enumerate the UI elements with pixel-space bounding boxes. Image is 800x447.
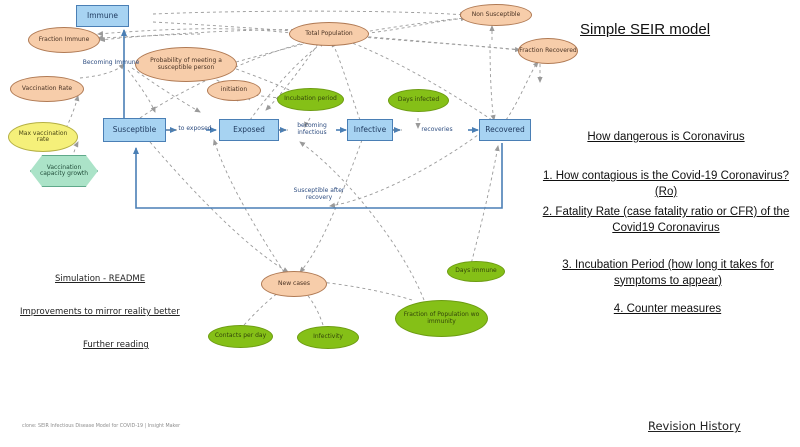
variable-vaccination-rate[interactable]: Vaccination Rate <box>10 76 84 102</box>
variable-initiation[interactable]: initiation <box>207 80 261 101</box>
converter-vaccination-capacity-growth[interactable]: Vaccination capacity growth <box>30 155 98 187</box>
stock-infective-label: Infective <box>353 125 387 135</box>
parameter-days-infected[interactable]: Days infected <box>388 89 449 112</box>
flow-label-becoming-immune: Becoming Immune <box>82 59 140 66</box>
stock-infective[interactable]: Infective <box>347 119 393 141</box>
parameter-incubation-period-label: Incubation period <box>284 95 337 103</box>
flow-label-recoveries: recoveries <box>421 126 453 133</box>
variable-total-population[interactable]: Total Population <box>289 22 369 46</box>
parameter-infectivity[interactable]: Infectivity <box>297 326 359 349</box>
stock-recovered[interactable]: Recovered <box>479 119 531 141</box>
panel-item-4[interactable]: 4. Counter measures <box>613 303 722 315</box>
variable-probability-of-meeting-susceptible[interactable]: Probability of meeting a susceptible per… <box>135 47 237 82</box>
variable-non-susceptible-label: Non Susceptible <box>471 10 521 18</box>
link-simulation-readme[interactable]: Simulation - README <box>55 274 146 284</box>
page-title: Simple SEIR model <box>580 21 711 38</box>
stock-exposed-label: Exposed <box>233 125 265 135</box>
stock-immune[interactable]: Immune <box>76 5 129 27</box>
variable-non-susceptible[interactable]: Non Susceptible <box>460 4 532 26</box>
flow-label-to-exposed: to exposed <box>178 125 212 132</box>
flow-label-becoming-infectious: becoming infectious <box>297 122 327 136</box>
converter-vaccination-capacity-growth-label: Vaccination capacity growth <box>39 163 89 177</box>
variable-fraction-recovered[interactable]: Fraction Recovered <box>518 38 578 64</box>
stock-immune-label: Immune <box>87 11 118 21</box>
panel-item-1[interactable]: 1. How contagious is the Covid-19 Corona… <box>542 170 790 198</box>
variable-initiation-label: initiation <box>220 86 248 94</box>
parameter-days-infected-label: Days infected <box>397 96 440 104</box>
variable-new-cases[interactable]: New cases <box>261 271 327 297</box>
stock-susceptible[interactable]: Susceptible <box>103 118 166 142</box>
variable-fraction-immune-label: Fraction Immune <box>38 35 90 43</box>
parameter-infectivity-label: Infectivity <box>313 333 343 341</box>
stock-exposed[interactable]: Exposed <box>219 119 279 141</box>
parameter-fraction-of-population-wo-immunity-label: Fraction of Population wo immunity <box>403 311 480 325</box>
link-improvements-to-mirror-reality-better[interactable]: Improvements to mirror reality better <box>20 307 180 317</box>
stock-susceptible-label: Susceptible <box>112 125 157 135</box>
parameter-incubation-period[interactable]: Incubation period <box>277 88 344 111</box>
stock-recovered-label: Recovered <box>485 125 525 135</box>
parameter-contacts-per-day-label: Contacts per day <box>214 332 267 340</box>
parameter-max-vaccination-rate[interactable]: Max vaccination rate <box>8 122 78 152</box>
variable-probability-of-meeting-susceptible-label: Probability of meeting a susceptible per… <box>150 57 222 71</box>
parameter-days-immune-label: Days immune <box>455 267 497 275</box>
footer-source-note: clone: SEIR Infectious Disease Model for… <box>22 424 181 429</box>
parameter-days-immune[interactable]: Days immune <box>447 261 505 282</box>
link-revision-history[interactable]: Revision History <box>648 419 741 433</box>
variable-vaccination-rate-label: Vaccination Rate <box>21 84 73 92</box>
panel-item-2[interactable]: 2. Fatality Rate (case fatality ratio or… <box>542 206 790 234</box>
variable-new-cases-label: New cases <box>278 279 310 287</box>
variable-total-population-label: Total Population <box>305 29 353 37</box>
parameter-fraction-of-population-wo-immunity[interactable]: Fraction of Population wo immunity <box>395 300 488 337</box>
flow-label-susceptible-after-recovery: Susceptible after recovery <box>293 187 345 201</box>
variable-fraction-recovered-label: Fraction Recovered <box>519 46 577 54</box>
variable-fraction-immune[interactable]: Fraction Immune <box>28 27 100 53</box>
link-further-reading[interactable]: Further reading <box>83 340 149 350</box>
parameter-contacts-per-day[interactable]: Contacts per day <box>208 325 273 348</box>
parameter-max-vaccination-rate-label: Max vaccination rate <box>18 129 68 143</box>
panel-item-3[interactable]: 3. Incubation Period (how long it takes … <box>562 259 774 287</box>
panel-heading[interactable]: How dangerous is Coronavirus <box>587 131 745 143</box>
